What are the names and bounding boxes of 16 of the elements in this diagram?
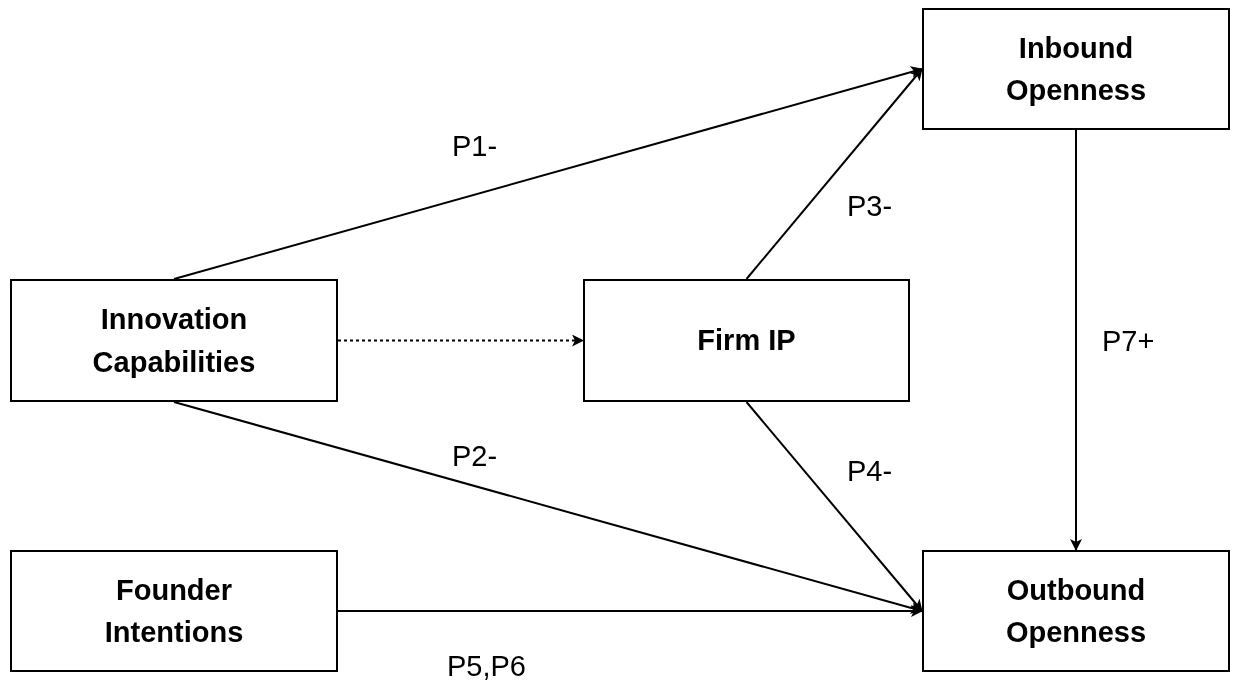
process-box bbox=[922, 8, 1230, 130]
node-label: Inbound Openness bbox=[1004, 30, 1148, 108]
node-label: Founder Intentions bbox=[103, 572, 245, 650]
process-box bbox=[10, 279, 338, 402]
arrow bbox=[337, 605, 923, 617]
arrow bbox=[1070, 129, 1082, 551]
node-label: Outbound Openness bbox=[1004, 572, 1148, 650]
node-label: Firm IP bbox=[697, 323, 796, 359]
arrow bbox=[173, 66, 923, 280]
arrow bbox=[745, 401, 923, 612]
process-box bbox=[10, 550, 338, 672]
node-label: Innovation Capabilities bbox=[91, 302, 257, 380]
arrow bbox=[745, 68, 923, 280]
dotted-arrow bbox=[337, 334, 584, 347]
process-box bbox=[583, 279, 910, 402]
process-box bbox=[922, 550, 1230, 672]
